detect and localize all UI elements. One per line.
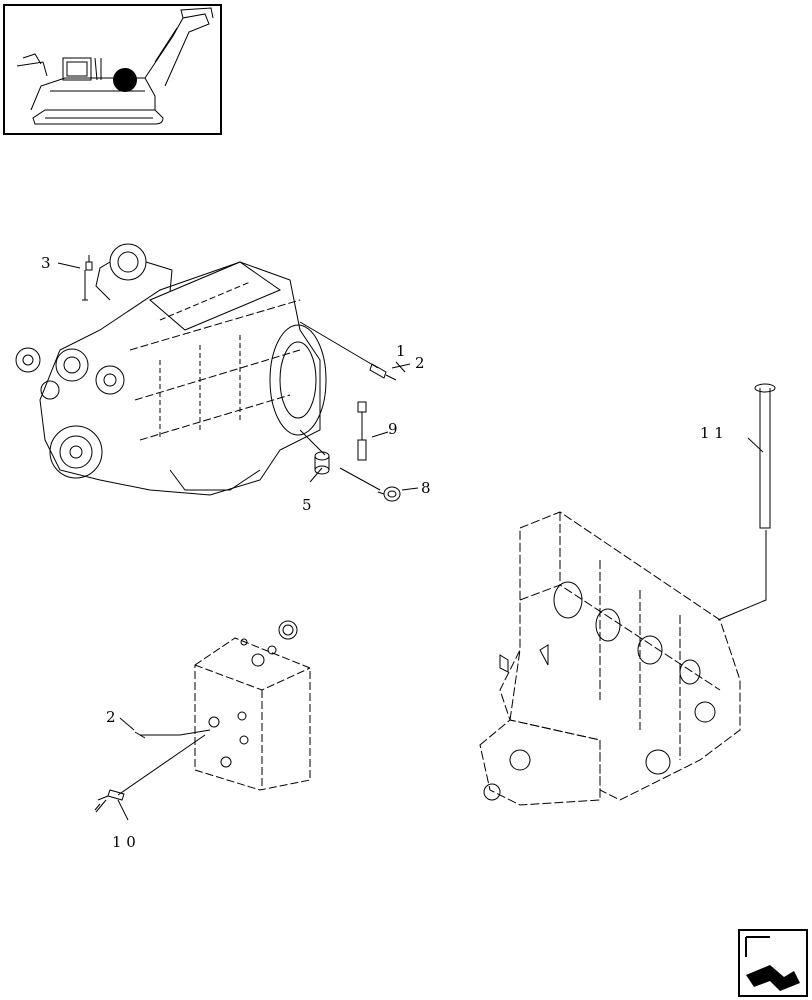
dipstick-part-11 [754, 383, 776, 529]
tank-fittings [208, 620, 298, 768]
next-page-button[interactable] [738, 929, 808, 997]
harvester-locator-icon [16, 7, 214, 125]
callout-3: 3 [41, 254, 51, 272]
callout-1: 1 [396, 342, 406, 360]
cable-part-10 [94, 789, 125, 813]
frame-structure-illustration [479, 511, 741, 806]
frame-cutouts [483, 581, 716, 801]
callout-10: 1 0 [112, 833, 136, 851]
sensor-part-1 [369, 363, 397, 381]
sleeve-part-5 [314, 451, 330, 475]
connector-part-8 [377, 486, 401, 502]
next-page-arrow-icon [745, 936, 800, 991]
engine-block-illustration [15, 243, 327, 496]
machine-locator-thumbnail [3, 4, 222, 135]
sensor-part-3 [85, 255, 93, 271]
callout-5: 5 [302, 496, 312, 514]
hydraulic-tank-illustration [194, 637, 311, 791]
callout-8: 8 [421, 479, 431, 497]
sensor-part-9 [357, 401, 367, 461]
callout-2b: 2 [106, 708, 116, 726]
callout-9: 9 [388, 420, 398, 438]
location-marker-dot [113, 68, 137, 92]
callout-11: 1 1 [700, 424, 724, 442]
callout-2: 2 [415, 354, 425, 372]
